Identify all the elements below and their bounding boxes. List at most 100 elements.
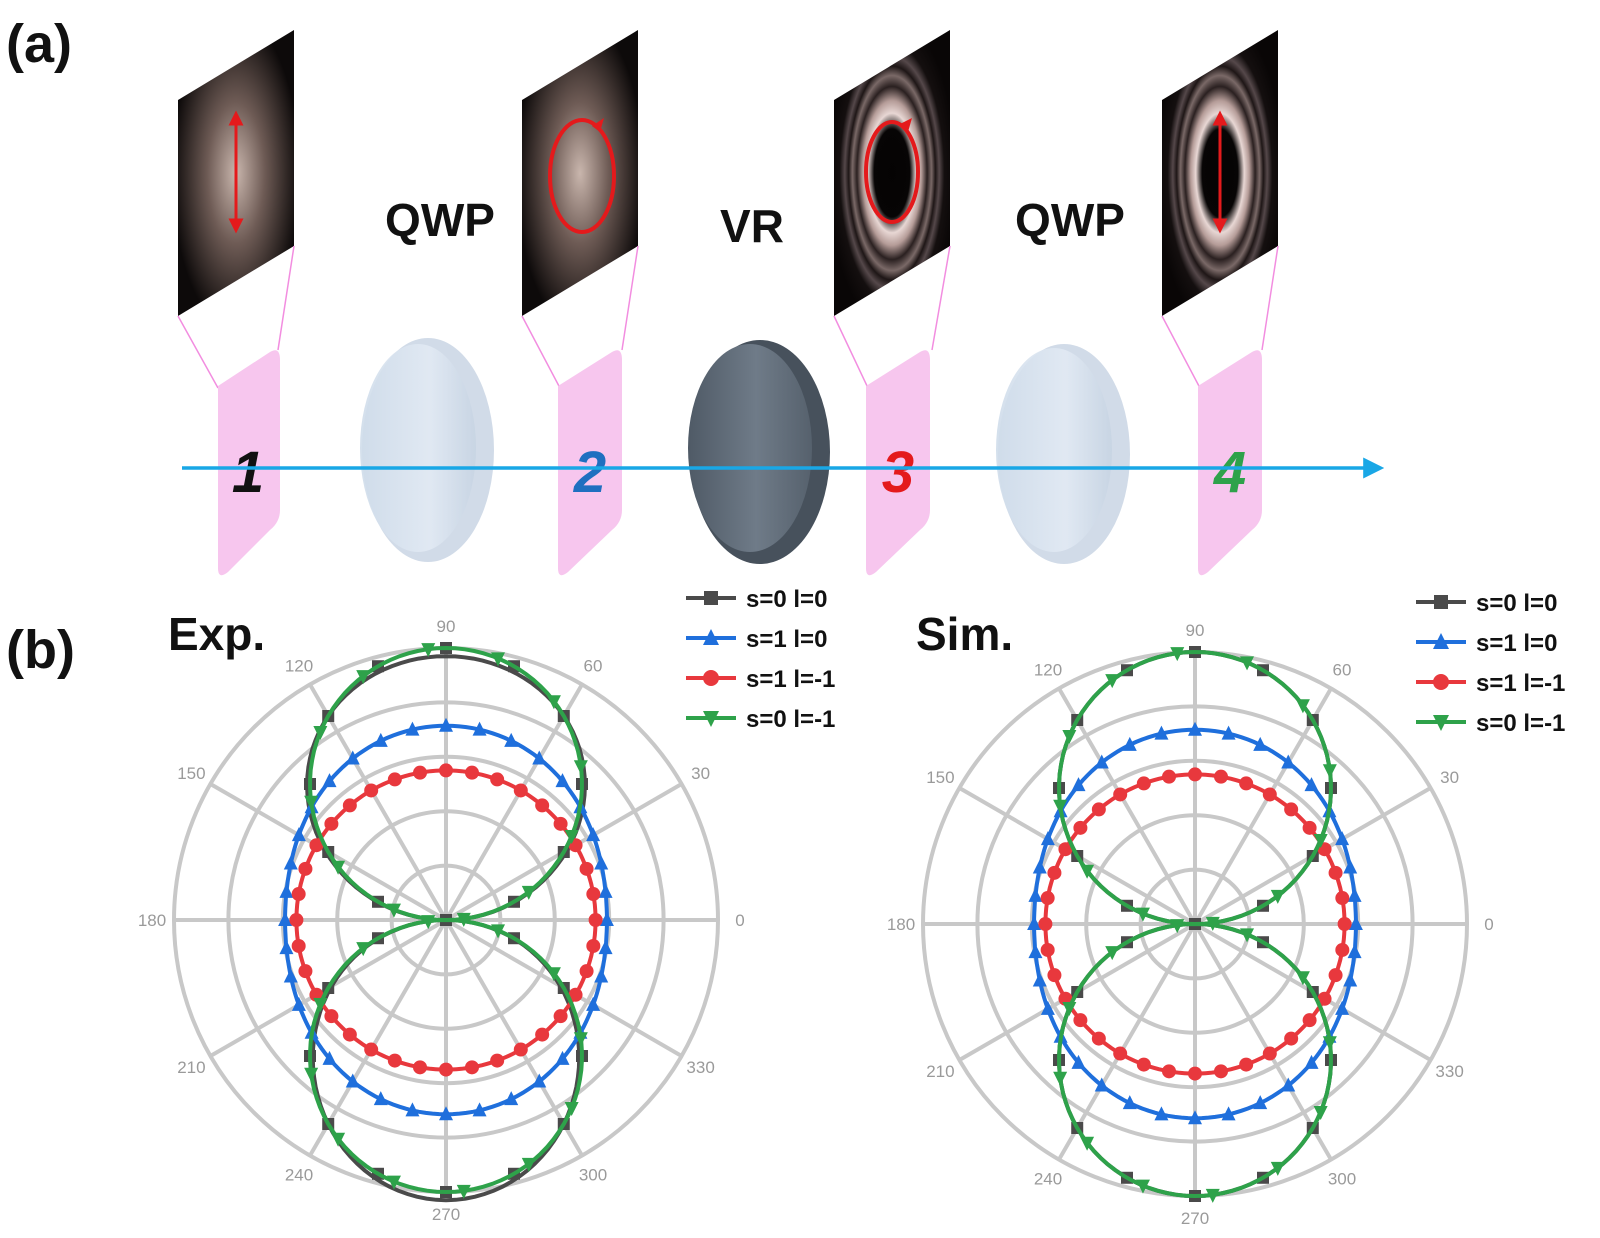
angle-tick-label: 300 <box>1328 1170 1356 1189</box>
projection-line <box>277 245 295 351</box>
angle-tick-label: 0 <box>1484 915 1493 934</box>
angle-tick-label: 330 <box>686 1058 714 1077</box>
data-point <box>1281 1077 1296 1092</box>
observation-plane-1: 1 <box>177 30 295 576</box>
angle-tick-label: 300 <box>579 1166 607 1185</box>
data-point <box>356 670 371 685</box>
data-point <box>1347 944 1362 959</box>
data-point <box>456 1184 471 1199</box>
data-point <box>1295 699 1310 714</box>
data-point <box>345 750 360 765</box>
data-point <box>322 773 337 788</box>
data-point <box>291 996 306 1011</box>
grid-spoke <box>444 683 584 922</box>
data-point <box>1135 1179 1150 1194</box>
data-point <box>1433 633 1449 649</box>
legend: s=0 l=0s=1 l=0s=1 l=-1s=0 l=-1 <box>1416 590 1565 737</box>
data-point <box>532 750 547 765</box>
plane-card-1 <box>218 350 280 576</box>
data-point <box>1304 1054 1319 1069</box>
data-point <box>386 903 401 918</box>
data-point <box>1270 1161 1285 1176</box>
data-point <box>1162 1064 1177 1079</box>
data-point <box>324 816 339 831</box>
data-point <box>1304 777 1319 792</box>
data-point <box>364 783 379 798</box>
data-point <box>421 915 436 930</box>
series-line <box>1057 649 1333 1199</box>
projection-line <box>1261 245 1279 351</box>
data-point <box>586 996 601 1011</box>
data-point <box>291 887 306 902</box>
data-point <box>594 855 609 870</box>
qwp-2-label: QWP <box>1015 194 1125 246</box>
data-point <box>1113 787 1128 802</box>
data-point <box>579 964 594 979</box>
series-s-0-l-1 <box>1053 647 1337 1203</box>
circular-polarization-ring-3 <box>864 120 920 224</box>
data-point <box>504 732 519 747</box>
data-point <box>1062 729 1077 744</box>
data-point <box>356 942 371 957</box>
data-point <box>283 968 298 983</box>
grid-spoke <box>1193 687 1333 926</box>
data-point <box>555 773 570 788</box>
data-point <box>1188 721 1202 736</box>
circular-polarization-arrowhead <box>592 118 604 132</box>
legend-entry: s=1 l=0 <box>1476 630 1557 657</box>
data-point <box>521 885 536 900</box>
data-point <box>387 1053 402 1068</box>
data-point <box>291 938 306 953</box>
circular-polarization-ring-2 <box>548 118 616 234</box>
data-point <box>413 765 428 780</box>
data-point <box>594 968 609 983</box>
panel-a: (a) QWP VR QWP 1 2 <box>6 14 1385 576</box>
data-point <box>555 1050 570 1065</box>
data-point <box>1071 777 1086 792</box>
observation-plane-4: 4 <box>1161 30 1279 576</box>
legend-entry: s=0 l=-1 <box>746 706 835 733</box>
data-point <box>535 798 550 813</box>
data-point <box>1284 1031 1299 1046</box>
data-point <box>1062 1001 1077 1016</box>
angle-tick-label: 120 <box>1034 660 1062 679</box>
data-point <box>703 711 719 727</box>
data-point <box>1028 887 1043 902</box>
plane-card-2 <box>558 350 622 576</box>
data-point <box>588 913 603 927</box>
data-point <box>1080 864 1095 879</box>
angle-tick-label: 90 <box>437 617 456 636</box>
data-point <box>364 1042 379 1057</box>
data-point <box>1239 776 1254 791</box>
data-point <box>598 940 613 955</box>
data-point <box>586 938 601 953</box>
data-point <box>304 795 319 810</box>
data-point <box>1262 787 1277 802</box>
data-point <box>1094 1077 1109 1092</box>
data-point <box>1335 831 1350 846</box>
projection-line <box>521 315 561 389</box>
data-point <box>1213 769 1228 784</box>
quarter-wave-plate-2 <box>996 344 1130 564</box>
data-point <box>472 1102 487 1117</box>
data-point <box>1073 820 1088 835</box>
angle-tick-label: 0 <box>735 911 744 930</box>
angle-tick-label: 180 <box>138 911 166 930</box>
series-s-1-l-1 <box>1038 767 1352 1081</box>
data-point <box>1335 1000 1350 1015</box>
data-point <box>1188 1066 1202 1081</box>
data-point <box>546 967 561 982</box>
angle-tick-label: 120 <box>285 656 313 675</box>
data-point <box>1221 1106 1236 1121</box>
data-point <box>1091 1031 1106 1046</box>
data-point <box>405 1102 420 1117</box>
projection-line <box>1161 315 1201 389</box>
data-point <box>1040 831 1055 846</box>
data-point <box>439 1106 453 1121</box>
projection-line <box>177 315 219 389</box>
data-point <box>291 827 306 842</box>
data-point <box>283 855 298 870</box>
data-point <box>1040 891 1055 906</box>
data-point <box>331 1132 346 1147</box>
